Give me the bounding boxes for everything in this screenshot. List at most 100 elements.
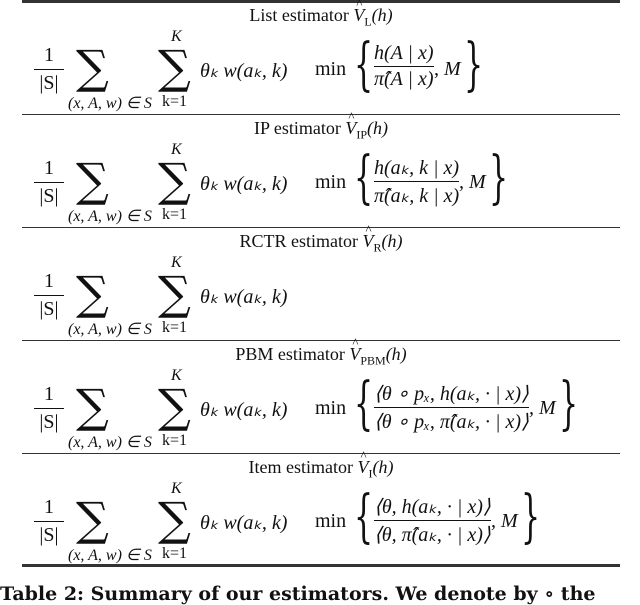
estimator-subscript: I bbox=[368, 466, 373, 481]
normalizer-numerator: 1 bbox=[44, 44, 54, 66]
inner-sum-symbol: ∑ bbox=[158, 492, 191, 546]
normalizer-numerator: 1 bbox=[44, 383, 54, 405]
estimator-name: IP estimator bbox=[254, 118, 341, 138]
row-divider bbox=[22, 453, 620, 455]
normalizer-numerator: 1 bbox=[44, 496, 54, 518]
fraction-bar bbox=[374, 66, 434, 67]
bottom-rule bbox=[22, 564, 620, 567]
estimator-symbol: V bbox=[345, 109, 356, 139]
estimator-row: List estimator VL(h)1|S|∑(x, A, w) ∈ S∑K… bbox=[22, 0, 620, 115]
left-brace: { bbox=[354, 32, 374, 99]
fraction-bar bbox=[34, 182, 64, 183]
estimator-argument: (h) bbox=[372, 457, 394, 477]
fraction-bar bbox=[34, 295, 64, 296]
outer-sum-index: (x, A, w) ∈ S bbox=[68, 547, 152, 564]
outer-sum-index: (x, A, w) ∈ S bbox=[68, 95, 152, 112]
inner-sum-symbol: ∑ bbox=[158, 153, 191, 207]
ratio-denominator: ⟨θ, π̂(aₖ, · | x)⟩ bbox=[374, 524, 491, 546]
estimator-row: PBM estimator VPBM(h)1|S|∑(x, A, w) ∈ S∑… bbox=[22, 335, 620, 454]
estimator-title: List estimator VL(h) bbox=[22, 0, 620, 30]
weight-term: θₖ w(aₖ, k) bbox=[200, 512, 288, 534]
weight-term: θₖ w(aₖ, k) bbox=[200, 399, 288, 421]
estimator-row: IP estimator VIP(h)1|S|∑(x, A, w) ∈ S∑Kk… bbox=[22, 109, 620, 228]
estimator-subscript: IP bbox=[356, 127, 367, 142]
outer-sum-symbol: ∑ bbox=[76, 40, 109, 94]
estimator-title: RCTR estimator VR(h) bbox=[22, 222, 620, 256]
fraction-bar bbox=[374, 181, 460, 182]
estimator-argument: (h) bbox=[371, 5, 393, 25]
estimator-symbol: V bbox=[357, 448, 368, 478]
clip-term: , M bbox=[459, 171, 486, 193]
fraction-bar bbox=[374, 520, 491, 521]
ratio-numerator: h(A | x) bbox=[374, 42, 434, 64]
outer-sum-index: (x, A, w) ∈ S bbox=[68, 434, 152, 451]
clip-term: , M bbox=[434, 58, 461, 80]
normalizer-fraction: 1 |S| bbox=[34, 383, 64, 434]
fraction-bar bbox=[34, 521, 64, 522]
estimator-name: RCTR estimator bbox=[239, 231, 358, 251]
left-brace: { bbox=[354, 484, 374, 551]
estimator-subscript: L bbox=[364, 14, 372, 29]
left-brace: { bbox=[354, 371, 374, 438]
inner-sum-lower: k=1 bbox=[162, 206, 188, 223]
estimator-subscript: PBM bbox=[360, 353, 386, 368]
estimator-argument: (h) bbox=[385, 344, 407, 364]
inner-sum-upper: K bbox=[171, 480, 182, 497]
right-brace: } bbox=[464, 32, 484, 99]
estimator-row: Item estimator VI(h)1|S|∑(x, A, w) ∈ S∑K… bbox=[22, 448, 620, 567]
normalizer-numerator: 1 bbox=[44, 270, 54, 292]
normalizer-fraction: 1 |S| bbox=[34, 157, 64, 208]
weight-term: θₖ w(aₖ, k) bbox=[200, 286, 288, 308]
right-brace: } bbox=[521, 484, 541, 551]
inner-sum-lower: k=1 bbox=[162, 432, 188, 449]
weight-term: θₖ w(aₖ, k) bbox=[200, 60, 288, 82]
inner-sum-lower: k=1 bbox=[162, 93, 188, 110]
right-brace: } bbox=[489, 145, 509, 212]
ratio-denominator: π̂(A | x) bbox=[374, 68, 434, 90]
min-operator: min bbox=[315, 397, 347, 419]
outer-sum-symbol: ∑ bbox=[76, 379, 109, 433]
right-brace: } bbox=[559, 371, 579, 438]
outer-sum-symbol: ∑ bbox=[76, 266, 109, 320]
ratio-fraction: h(aₖ, k | x) π̂(aₖ, k | x) bbox=[374, 155, 460, 208]
estimator-subscript: R bbox=[373, 240, 382, 255]
inner-sum-symbol: ∑ bbox=[158, 40, 191, 94]
ratio-numerator: ⟨θ ∘ pₓ, h(aₖ, · | x)⟩ bbox=[374, 383, 529, 405]
outer-sum-symbol: ∑ bbox=[76, 153, 109, 207]
normalizer-denominator: |S| bbox=[39, 524, 59, 546]
inner-sum-lower: k=1 bbox=[162, 545, 188, 562]
clip-term: , M bbox=[529, 397, 556, 419]
ratio-fraction: ⟨θ, h(aₖ, · | x)⟩⟨θ, π̂(aₖ, · | x)⟩ bbox=[374, 494, 491, 547]
top-rule bbox=[22, 0, 620, 3]
min-operator: min bbox=[315, 510, 347, 532]
outer-sum-index: (x, A, w) ∈ S bbox=[68, 208, 152, 225]
inner-sum-upper: K bbox=[171, 28, 182, 45]
ratio-fraction: h(A | x) π̂(A | x) bbox=[374, 42, 434, 91]
outer-sum-index: (x, A, w) ∈ S bbox=[68, 321, 152, 338]
estimator-name: List estimator bbox=[249, 5, 349, 25]
ratio-denominator: π̂(aₖ, k | x) bbox=[374, 185, 460, 207]
outer-sum-symbol: ∑ bbox=[76, 492, 109, 546]
normalizer-denominator: |S| bbox=[39, 411, 59, 433]
inner-sum-symbol: ∑ bbox=[158, 379, 191, 433]
clip-term: , M bbox=[491, 510, 518, 532]
row-divider bbox=[22, 114, 620, 116]
estimator-argument: (h) bbox=[381, 231, 403, 251]
row-divider bbox=[22, 227, 620, 229]
left-brace: { bbox=[354, 145, 374, 212]
normalizer-fraction: 1 |S| bbox=[34, 270, 64, 321]
estimator-title: Item estimator VI(h) bbox=[22, 448, 620, 482]
normalizer-denominator: |S| bbox=[39, 298, 59, 320]
ratio-numerator: h(aₖ, k | x) bbox=[374, 157, 460, 179]
estimator-title: IP estimator VIP(h) bbox=[22, 109, 620, 143]
normalizer-denominator: |S| bbox=[39, 185, 59, 207]
normalizer-numerator: 1 bbox=[44, 157, 54, 179]
inner-sum-upper: K bbox=[171, 254, 182, 271]
fraction-bar bbox=[34, 408, 64, 409]
normalizer-fraction: 1 |S| bbox=[34, 496, 64, 547]
inner-sum-upper: K bbox=[171, 367, 182, 384]
inner-sum-upper: K bbox=[171, 141, 182, 158]
normalizer-fraction: 1 |S| bbox=[34, 44, 64, 95]
ratio-fraction: ⟨θ ∘ pₓ, h(aₖ, · | x)⟩⟨θ ∘ pₓ, π̂(aₖ, · … bbox=[374, 381, 529, 434]
normalizer-denominator: |S| bbox=[39, 72, 59, 94]
